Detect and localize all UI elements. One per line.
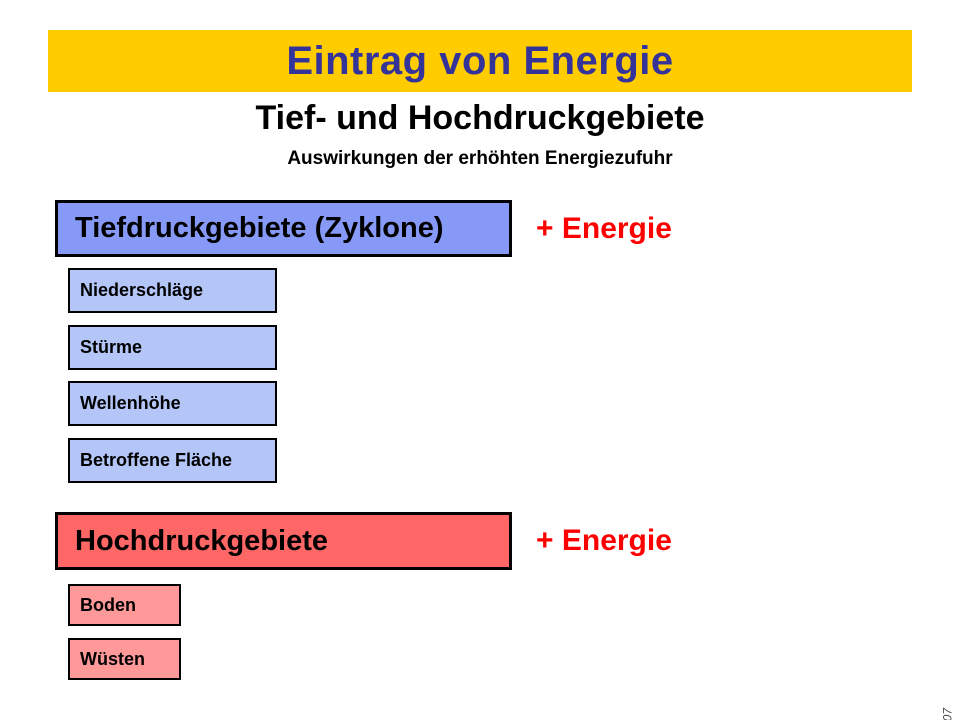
box-wuesten: Wüsten — [68, 638, 181, 680]
title-banner: Eintrag von Energie — [48, 30, 912, 92]
energy-annotation-high-label: + Energie — [536, 524, 672, 557]
slide-subtitle: Auswirkungen der erhöhten Energiezufuhr — [287, 148, 673, 169]
box-stuerme-label: Stürme — [80, 337, 143, 357]
box-wuesten-label: Wüsten — [80, 648, 145, 669]
box-hochdruckgebiete: Hochdruckgebiete — [55, 512, 512, 570]
box-boden-label: Boden — [80, 594, 136, 615]
box-wellenhoehe: Wellenhöhe — [68, 381, 277, 426]
slide-title: Eintrag von Energie — [286, 38, 674, 83]
box-tiefdruckgebiete: Tiefdruckgebiete (Zyklone) — [55, 200, 512, 257]
energy-annotation-high: + Energie — [536, 512, 672, 570]
box-niederschlaege-label: Niederschläge — [80, 280, 204, 300]
box-stuerme: Stürme — [68, 325, 277, 370]
energy-annotation-low-label: + Energie — [536, 211, 672, 245]
copyright-credit: © Al Gore 2006 / J. Martin 2007 — [940, 708, 954, 720]
box-wellenhoehe-label: Wellenhöhe — [80, 393, 181, 413]
energy-annotation-low: + Energie — [536, 200, 672, 257]
box-niederschlaege: Niederschläge — [68, 268, 277, 313]
slide-heading: Tief- und Hochdruckgebiete — [255, 99, 705, 137]
box-boden: Boden — [68, 584, 181, 626]
box-betroffene-flaeche-label: Betroffene Fläche — [80, 450, 233, 470]
box-hochdruckgebiete-label: Hochdruckgebiete — [75, 524, 328, 557]
box-betroffene-flaeche: Betroffene Fläche — [68, 438, 277, 483]
box-tiefdruckgebiete-label: Tiefdruckgebiete (Zyklone) — [75, 212, 444, 244]
